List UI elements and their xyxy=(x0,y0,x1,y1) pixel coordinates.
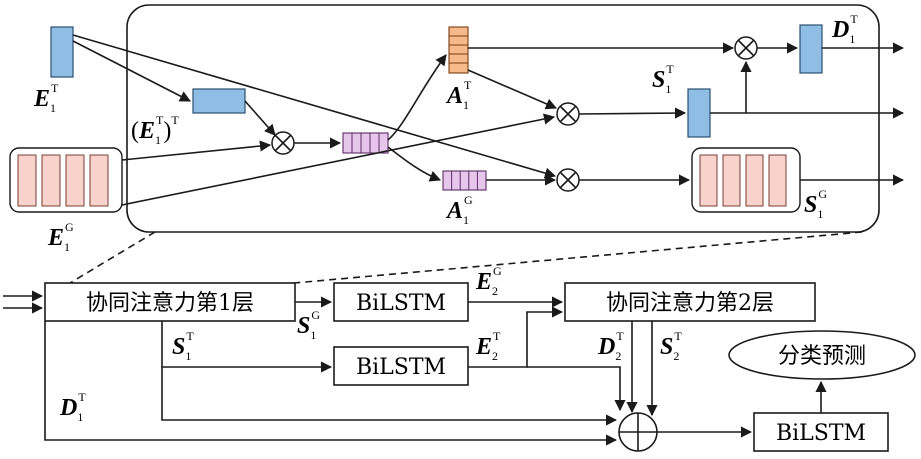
a1t-block xyxy=(448,26,469,74)
attention-detail-panel xyxy=(126,4,880,233)
e2t-pipe-label: E2T xyxy=(475,329,501,363)
d2t-pipe-label: D2T xyxy=(597,329,624,363)
zoom-line-left xyxy=(69,231,156,284)
e1t-block xyxy=(50,26,74,78)
s1g-pipe-label: S1G xyxy=(297,308,320,342)
s1g-block xyxy=(691,147,801,213)
e1t-transpose-block xyxy=(192,88,246,114)
zoom-line-right xyxy=(293,231,863,284)
s1t-block xyxy=(687,88,711,138)
multiply-node-2 xyxy=(556,102,580,126)
classify-ellipse xyxy=(728,330,916,380)
bilstm-box-3 xyxy=(753,412,889,452)
multiply-node-4 xyxy=(734,36,758,60)
e1t-transpose-label: (E1T)T xyxy=(131,113,179,147)
e1g-block xyxy=(9,147,123,213)
bilstm-label-3: BiLSTM xyxy=(776,421,866,446)
bilstm-label-1: BiLSTM xyxy=(356,291,446,316)
d1t-pipe-label: D1T xyxy=(59,390,86,424)
sum-node xyxy=(618,412,658,452)
s2t-pipe-label: S2T xyxy=(660,329,682,363)
d1t-block xyxy=(799,24,823,74)
classify-label: 分类预测 xyxy=(778,344,866,369)
detail-connections xyxy=(72,34,905,206)
pipeline-connections xyxy=(3,290,827,446)
coattention-layer2-box xyxy=(564,282,816,322)
d1t-label: D1T xyxy=(831,12,858,46)
e1t-label: E1T xyxy=(33,81,59,115)
bilstm-box-1 xyxy=(333,282,469,322)
a1g-block xyxy=(442,170,487,191)
coattention-layer1-label: 协同注意力第1层 xyxy=(86,291,254,316)
bilstm-label-2: BiLSTM xyxy=(356,355,446,380)
a1t-label: A1T xyxy=(445,78,472,112)
coattention-layer2-label: 协同注意力第2层 xyxy=(606,291,774,316)
a1g-label: A1G xyxy=(445,193,473,227)
e1g-label: E1G xyxy=(47,220,74,254)
s1g-label: S1G xyxy=(804,187,827,221)
affinity-block xyxy=(342,132,389,154)
e2g-pipe-label: E2G xyxy=(475,264,502,298)
s1t-pipe-label: S1T xyxy=(172,329,194,363)
bilstm-box-2 xyxy=(333,346,469,386)
multiply-node-3 xyxy=(556,168,580,192)
multiply-node-1 xyxy=(271,131,295,155)
coattention-layer1-box xyxy=(44,282,296,322)
s1t-label: S1T xyxy=(652,62,674,96)
